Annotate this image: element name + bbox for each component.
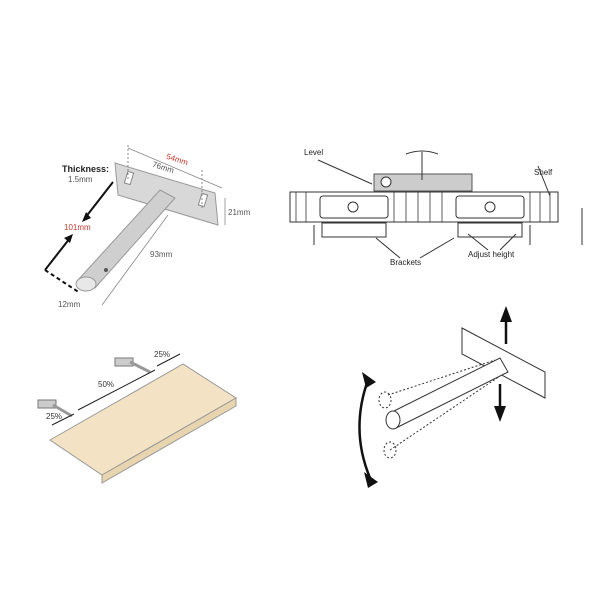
shelf-label: Shelf — [534, 168, 553, 177]
brackets-label: Brackets — [390, 258, 422, 267]
leveling-diagram-panel: Level Shelf Brackets Adjust height — [289, 140, 590, 270]
thickness-value: 1.5mm — [68, 175, 93, 184]
right-percent-label: 25% — [154, 350, 171, 359]
rod-diameter-label: 12mm — [58, 300, 81, 309]
thickness-label: Thickness: — [62, 164, 110, 174]
angle-adjustment-panel — [340, 300, 570, 500]
level-label: Level — [304, 148, 324, 157]
placement-panel: 25% 50% 25% — [20, 330, 250, 484]
adjust-height-label: Adjust height — [468, 250, 515, 259]
rod-angle-diagram — [358, 306, 546, 488]
rod-length-label: 93mm — [150, 250, 173, 259]
shelf-cross-section — [289, 150, 583, 259]
bracket-photo — [44, 145, 226, 306]
length-total-label: 101mm — [64, 223, 91, 232]
left-percent-label: 25% — [46, 412, 63, 421]
plate-height-label: 21mm — [228, 208, 251, 217]
shelf-placement-illustration — [37, 353, 237, 484]
bracket-dimensions-panel: Thickness: 1.5mm 101mm 54mm 76mm 21mm 93… — [30, 130, 280, 310]
middle-percent-label: 50% — [98, 380, 115, 389]
